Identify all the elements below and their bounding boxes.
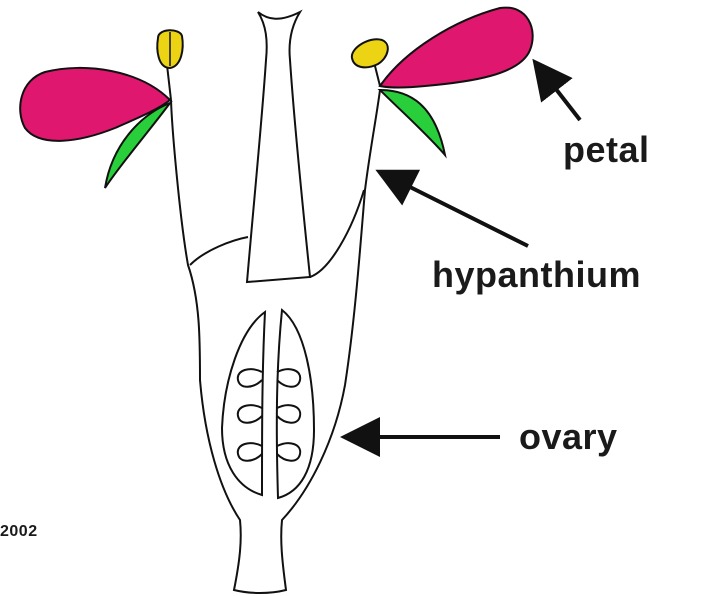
petal-arrow: [552, 84, 580, 120]
left-stamen-filament: [167, 65, 171, 100]
style: [247, 12, 310, 282]
hypanthium-arrow: [404, 184, 528, 246]
year-label: 2002: [0, 523, 38, 541]
right-petal: [380, 8, 533, 88]
ovary-label: ovary: [519, 416, 618, 458]
ovary-right-locule: [277, 310, 314, 498]
hypanthium-label: hypanthium: [432, 254, 641, 296]
ovary-left-locule: [222, 312, 265, 495]
right-sepal: [380, 90, 445, 155]
right-anther: [352, 39, 388, 67]
petal-label: petal: [563, 129, 650, 171]
